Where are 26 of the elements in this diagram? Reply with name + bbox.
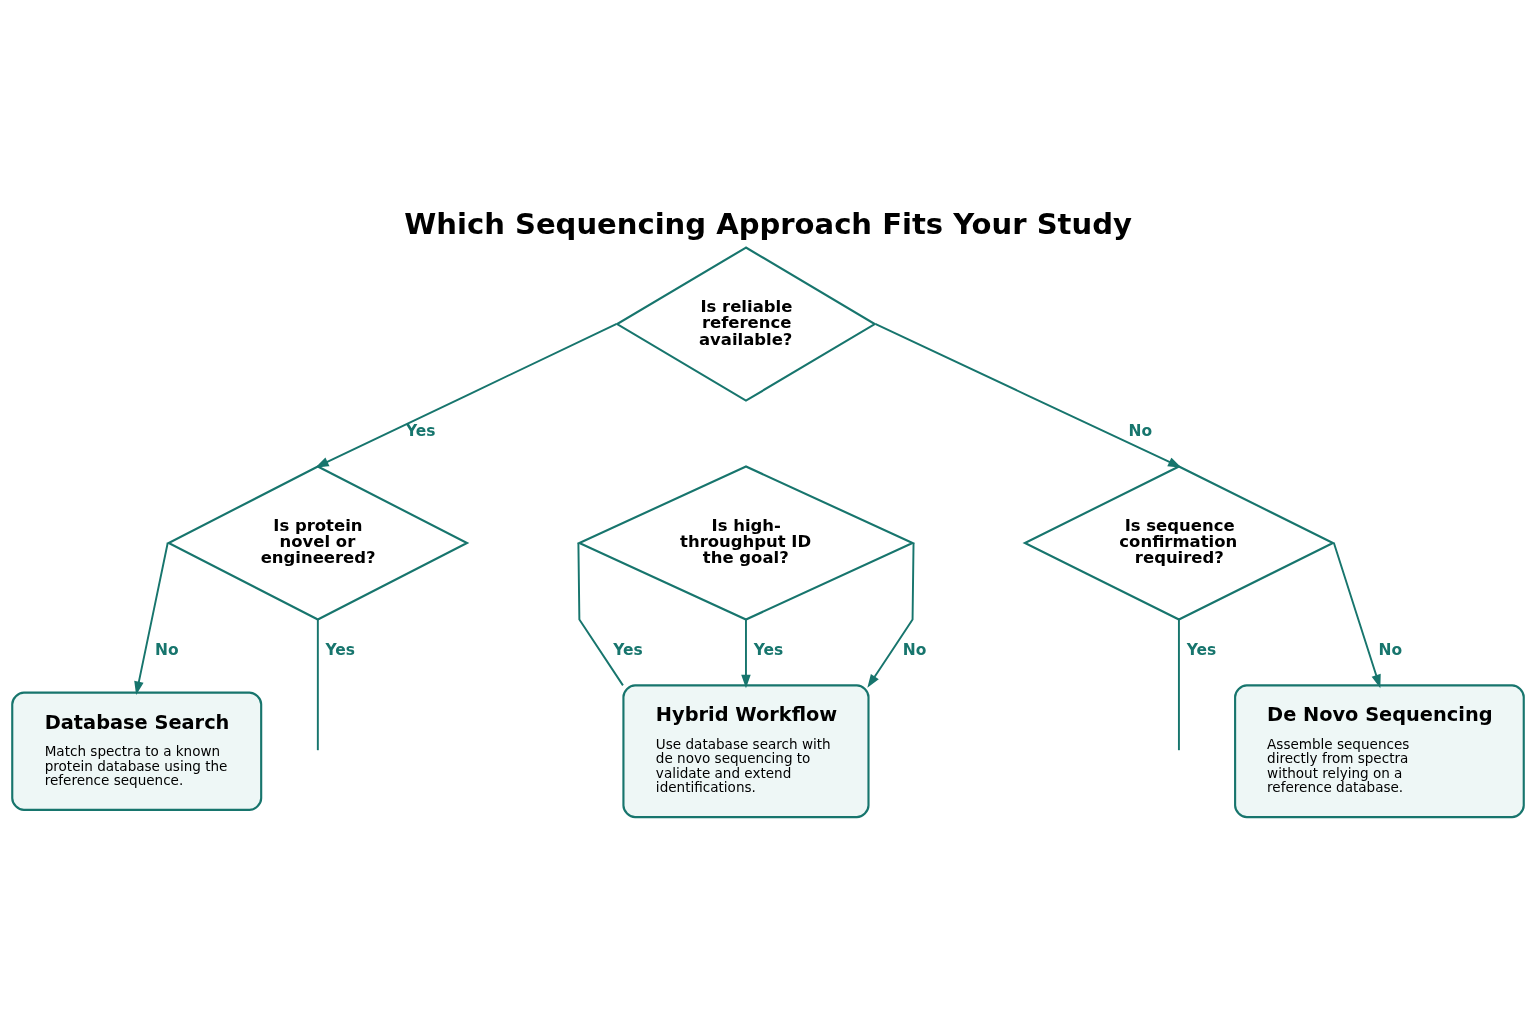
edge-label: No: [155, 640, 179, 659]
arrow: [867, 541, 915, 688]
edge-label: No: [902, 640, 927, 659]
node-diamond: Is reliable reference available?: [615, 245, 877, 402]
connector: [577, 541, 624, 686]
edge-label: Yes: [613, 640, 643, 659]
connector: [316, 618, 319, 751]
node-box: Database Search Match spectra to a known protein database using the reference sequence.: [11, 691, 263, 811]
arrow: [874, 322, 1182, 468]
arrow: [741, 618, 751, 688]
arrow: [1332, 541, 1381, 688]
connector: [1177, 618, 1180, 751]
arrow: [134, 541, 169, 695]
arrow: [315, 322, 618, 468]
edge-label: No: [1378, 640, 1403, 659]
edge-label: Yes: [1186, 640, 1217, 659]
edge-label: Yes: [325, 640, 356, 659]
node-diamond: Is sequence confirmation required?: [1022, 464, 1336, 621]
diagram-title: Which Sequencing Approach Fits Your Study: [404, 206, 1132, 241]
edge-label: Yes: [753, 640, 784, 659]
node-box: De Novo Sequencing Assemble sequences directly from spectra without relying on a reference database.: [1234, 683, 1525, 818]
node-diamond: Is high-throughput ID the goal?: [576, 464, 916, 621]
edge-label: Yes: [405, 421, 436, 440]
edge-label: No: [1128, 421, 1153, 440]
node-diamond: Is protein novel or engineered?: [166, 464, 470, 621]
node-box: Hybrid Workflow Use database search with de novo sequencing to validate and extend identifications.: [622, 683, 870, 818]
